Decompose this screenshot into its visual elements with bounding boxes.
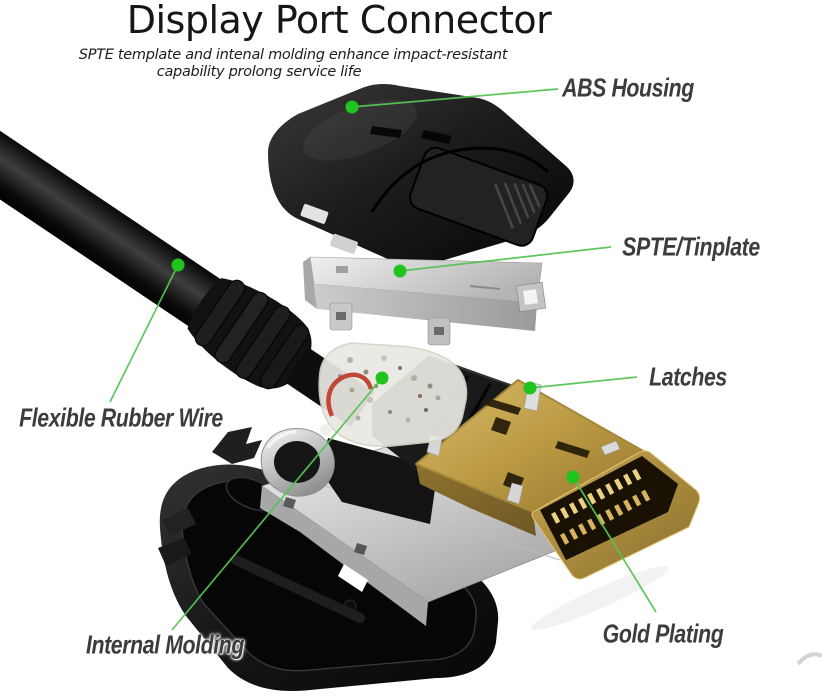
gold-pins-row-upper [551,468,642,524]
spte-tinplate-shield [303,256,547,346]
subtitle-line1: SPTE template and intenal molding enhanc… [78,47,508,63]
callout-dot-flexible-rubber-wire [171,258,185,272]
connector-rear-base [320,438,438,524]
leader-line-internal-molding [171,377,383,631]
gold-connector-shell [415,379,701,580]
red-wire [326,372,374,417]
gold-plug-face [531,450,701,580]
label-latches-text: Latches [649,361,727,392]
subtitle-line2: capability prolong service life [156,64,362,80]
drop-shadow [531,566,669,630]
label-internal-molding-text: Internal Molding [85,629,245,660]
leader-line-flexible-rubber-wire [109,264,179,403]
label-latches: Latches [641,362,736,393]
page-title: Display Port Connector [126,0,552,42]
label-abs-housing: ABS Housing [548,73,709,104]
leader-line-abs-housing [351,88,559,108]
bottom-housing-shell [158,464,499,692]
label-spte-tinplate-text: SPTE/Tinplate [622,231,760,262]
label-flexible-rubber-wire: Flexible Rubber Wire [0,403,245,434]
molding-speckles [338,355,441,423]
background-artifact-curve [796,652,822,666]
cable-clamp [212,427,335,497]
callout-dot-latches [523,381,537,395]
callout-dot-gold-plating [566,470,580,484]
leader-line-gold-plating [572,476,657,613]
leader-line-latches [529,376,638,389]
callout-dot-abs-housing [345,100,359,114]
flexible-rubber-wire-cable [0,130,234,332]
housing-shield-tabs [300,203,358,254]
label-abs-housing-text: ABS Housing [562,72,694,103]
internal-molding-blob [318,342,468,448]
callout-dot-internal-molding [375,371,389,385]
callout-dot-spte-tinplate [393,264,407,278]
label-internal-molding: Internal Molding [69,630,262,661]
label-gold-plating: Gold Plating [589,619,736,650]
leader-line-spte-tinplate [399,246,612,272]
gold-pins-row-lower [560,489,651,545]
callout-markers [109,88,657,631]
label-gold-plating-text: Gold Plating [602,618,724,649]
label-flexible-rubber-wire-text: Flexible Rubber Wire [19,402,223,433]
label-spte-tinplate: SPTE/Tinplate [607,232,775,263]
abs-housing-shell [268,83,574,266]
